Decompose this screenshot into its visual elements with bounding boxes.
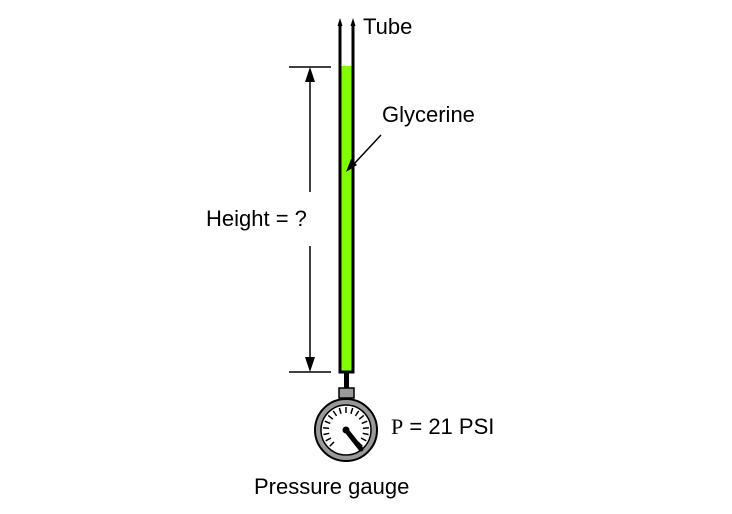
gauge-tick: [323, 432, 330, 436]
height-label: Height = ?: [206, 206, 307, 231]
pressure-gauge-label: Pressure gauge: [254, 474, 410, 499]
gauge-tick: [362, 432, 369, 436]
pressure-symbol: P: [391, 414, 404, 439]
gauge-tick: [338, 407, 342, 414]
height-down-arrowhead: [305, 357, 315, 372]
gauge-needle: [343, 427, 364, 452]
glycerine-label: Glycerine: [382, 102, 475, 127]
tube-label: Tube: [363, 14, 413, 39]
gauge-pivot: [342, 426, 350, 434]
gauge-tick: [329, 441, 335, 447]
glycerine-leader-arrowhead: [346, 159, 357, 172]
tube-right-arrowhead: [350, 18, 356, 26]
height-up-arrowhead: [305, 67, 315, 82]
gauge-tick: [325, 437, 332, 442]
tube-left-arrowhead: [337, 18, 343, 26]
gauge-tick: [324, 420, 331, 425]
glycerine-column: [341, 66, 352, 371]
gauge-tick: [362, 426, 369, 430]
gauge-tick: [354, 410, 360, 417]
gauge-fitting: [338, 387, 355, 399]
glycerine-leader-line: [352, 134, 382, 166]
gauge-tick: [327, 414, 334, 420]
gauge-tick: [350, 407, 354, 414]
gauge-tick: [323, 426, 330, 430]
gauge-tick: [360, 437, 367, 442]
gauge-tick: [358, 414, 365, 420]
pressure-reading-label: P = 21 PSI: [391, 416, 494, 438]
gauge-ticks: [323, 407, 369, 447]
pressure-value: = 21 PSI: [403, 414, 495, 439]
gauge-tick: [332, 410, 338, 417]
gauge-tick: [361, 420, 368, 425]
